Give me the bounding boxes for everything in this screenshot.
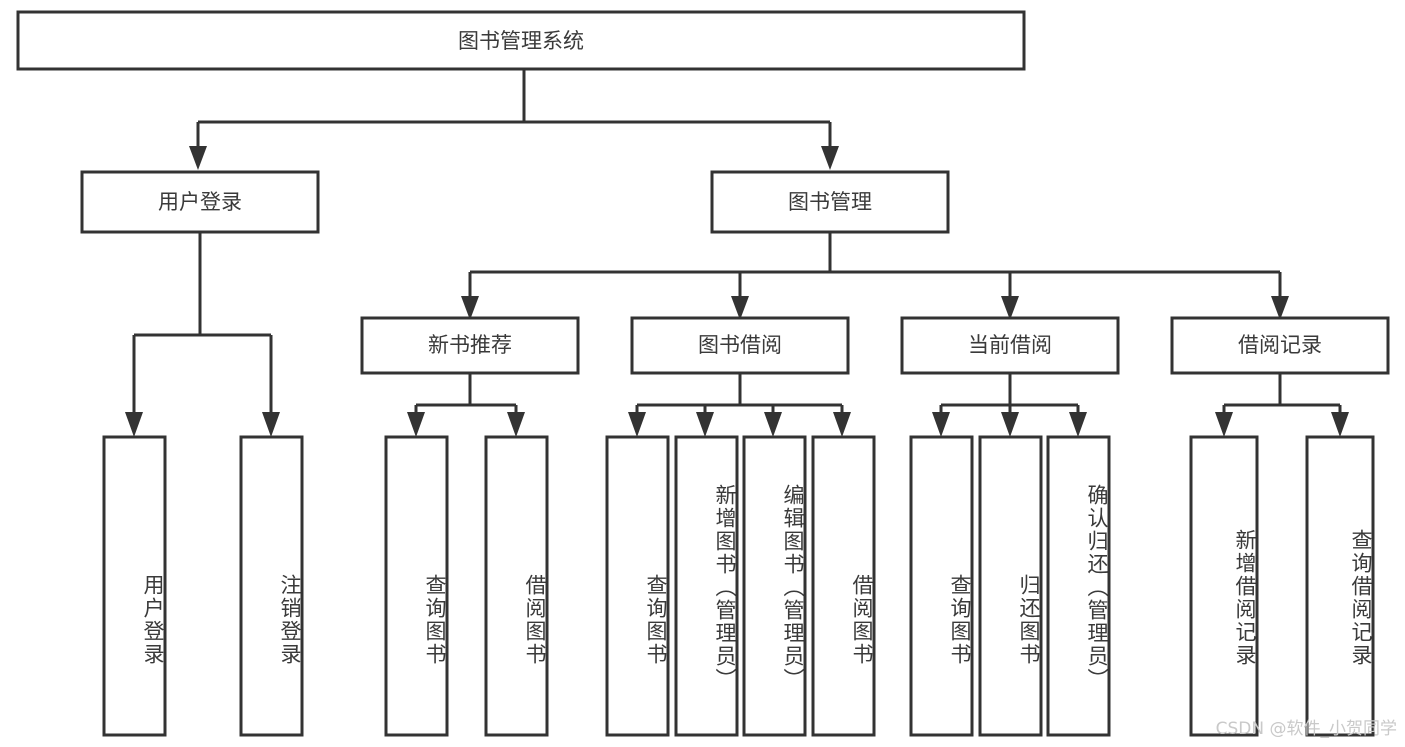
arrow-book-manage-child-3 bbox=[1271, 296, 1289, 320]
node-leaf-current-borrow-0[interactable] bbox=[909, 435, 974, 737]
node-user-login[interactable] bbox=[80, 170, 320, 234]
node-user-login-label: 用户登录 bbox=[158, 190, 242, 214]
csdn-watermark: CSDN @软件_小贺同学 bbox=[1215, 719, 1397, 739]
node-root[interactable] bbox=[16, 10, 1026, 71]
node-current-borrow-label: 当前借阅 bbox=[968, 333, 1052, 357]
node-leaf-new-book-0[interactable] bbox=[384, 435, 449, 737]
arrow-root-to-book-manage bbox=[821, 146, 839, 170]
node-current-borrow[interactable] bbox=[900, 316, 1120, 375]
arrow-user-login-leaf-1 bbox=[262, 412, 280, 437]
node-borrow-record[interactable] bbox=[1170, 316, 1390, 375]
node-borrow-record-label: 借阅记录 bbox=[1238, 333, 1322, 357]
arrow-book-borrow-leaf-0 bbox=[628, 412, 646, 437]
node-leaf-current-borrow-1[interactable] bbox=[978, 435, 1043, 737]
node-new-book-recommend[interactable] bbox=[360, 316, 580, 375]
node-layer: 图书管理系统 用户登录 图书管理 新书推荐 图书借阅 当前借阅 借阅记录 bbox=[16, 10, 1390, 737]
node-book-manage[interactable] bbox=[710, 170, 950, 234]
arrow-book-borrow-leaf-2 bbox=[764, 412, 782, 437]
arrow-book-manage-child-2 bbox=[1001, 296, 1019, 320]
node-leaf-user-login-0[interactable] bbox=[102, 435, 167, 737]
node-new-book-recommend-label: 新书推荐 bbox=[428, 333, 512, 357]
arrow-current-borrow-leaf-1 bbox=[1001, 412, 1019, 437]
node-leaf-book-borrow-1[interactable] bbox=[674, 435, 739, 737]
arrow-book-manage-child-1 bbox=[731, 296, 749, 320]
arrow-root-to-user-login bbox=[189, 146, 207, 170]
node-leaf-book-borrow-0[interactable] bbox=[605, 435, 670, 737]
connector-layer bbox=[125, 69, 1349, 437]
arrow-borrow-record-leaf-1 bbox=[1331, 412, 1349, 437]
arrow-new-book-leaf-1 bbox=[507, 412, 525, 437]
node-book-borrow[interactable] bbox=[630, 316, 850, 375]
arrow-new-book-leaf-0 bbox=[407, 412, 425, 437]
arrow-current-borrow-leaf-2 bbox=[1069, 412, 1087, 437]
arrow-borrow-record-leaf-0 bbox=[1215, 412, 1233, 437]
arrow-current-borrow-leaf-0 bbox=[932, 412, 950, 437]
node-book-borrow-label: 图书借阅 bbox=[698, 333, 782, 357]
arrow-book-manage-child-0 bbox=[461, 296, 479, 320]
node-leaf-book-borrow-2[interactable] bbox=[742, 435, 807, 737]
node-leaf-user-login-1[interactable] bbox=[239, 435, 304, 737]
node-leaf-new-book-1[interactable] bbox=[484, 435, 549, 737]
arrow-user-login-leaf-0 bbox=[125, 412, 143, 437]
node-leaf-borrow-record-1[interactable] bbox=[1305, 435, 1375, 737]
node-leaf-book-borrow-3[interactable] bbox=[811, 435, 876, 737]
node-leaf-borrow-record-0[interactable] bbox=[1189, 435, 1259, 737]
node-leaf-current-borrow-2[interactable] bbox=[1046, 435, 1111, 737]
arrow-book-borrow-leaf-1 bbox=[696, 412, 714, 437]
node-book-manage-label: 图书管理 bbox=[788, 190, 872, 214]
arrow-book-borrow-leaf-3 bbox=[833, 412, 851, 437]
node-root-label: 图书管理系统 bbox=[458, 29, 584, 53]
